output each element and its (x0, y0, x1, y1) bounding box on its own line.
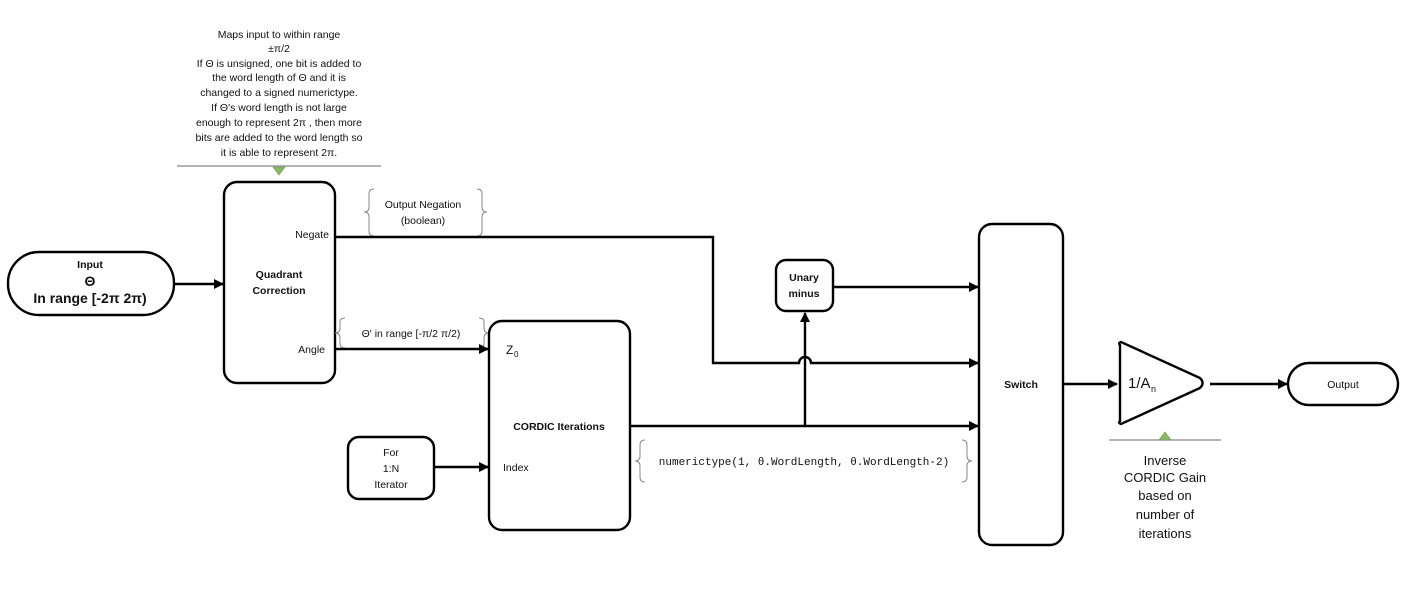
port-z0-subscript: 0 (514, 350, 519, 359)
cordic-iterations-block[interactable]: CORDIC Iterations Z 0 Index (487, 319, 632, 532)
negation-note-line-1: Output Negation (385, 199, 462, 211)
port-z0-label: Z (506, 343, 513, 357)
gain-note-line-5: iterations (1139, 526, 1192, 541)
annotation-top-line-1: Maps input to within range (218, 29, 341, 41)
negation-brace-left (363, 188, 375, 237)
gain-subscript: n (1151, 384, 1156, 394)
iterator-line-1: For (383, 447, 399, 459)
negation-note-line-2: (boolean) (401, 215, 445, 227)
switch-label: Switch (1004, 379, 1038, 391)
gain-note-line-3: based on (1138, 488, 1192, 503)
annotation-top-line-7: enough to represent 2π , then more (196, 117, 362, 129)
port-negate-label: Negate (295, 229, 329, 241)
input-label: Input (77, 259, 103, 271)
annotation-top-line-6: If Θ's word length is not large (211, 102, 347, 114)
input-block[interactable]: Input Θ In range [-2π 2π) (6, 250, 176, 317)
annotation-top-line-8: bits are added to the word length so (196, 132, 363, 144)
wire-negate-to-switch (335, 235, 979, 368)
annotation-top-line-5: changed to a signed numerictype. (200, 87, 358, 99)
input-symbol: Θ (85, 273, 96, 289)
quadrant-title-line-1: Quadrant (256, 269, 303, 281)
angle-brace-right (478, 317, 490, 349)
annotation-top-marker (272, 166, 286, 176)
switch-block[interactable]: Switch (977, 222, 1065, 547)
port-index-label: Index (503, 462, 529, 474)
for-iterator-block[interactable]: For 1:N Iterator (346, 435, 436, 501)
numerictype-note-text: numerictype(1, θ.WordLength, θ.WordLengt… (659, 457, 949, 469)
annotation-top-line-3: If Θ is unsigned, one bit is added to (197, 58, 362, 70)
iterator-line-3: Iterator (374, 479, 408, 491)
gain-note-line-4: number of (1136, 507, 1195, 522)
angle-note: Θ' in range [-π/2 π/2) (334, 317, 490, 349)
numerictype-brace-right (961, 439, 973, 483)
numerictype-note: numerictype(1, θ.WordLength, θ.WordLengt… (634, 439, 973, 483)
gain-note-line-2: CORDIC Gain (1124, 470, 1206, 485)
quadrant-correction-block[interactable]: Quadrant Correction Negate Angle (222, 180, 337, 385)
gain-label: 1/A (1128, 375, 1151, 392)
quadrant-title-line-2: Correction (252, 285, 305, 297)
unary-minus-block[interactable]: Unary minus (774, 258, 835, 313)
unary-line-2: minus (789, 288, 820, 300)
output-label: Output (1327, 379, 1359, 391)
negation-brace-right (476, 188, 488, 237)
connectors (174, 235, 1288, 472)
unary-line-1: Unary (789, 272, 819, 284)
angle-note-text: Θ' in range [-π/2 π/2) (362, 328, 461, 340)
input-range: In range [-2π 2π) (33, 290, 146, 306)
gain-note-marker (1158, 431, 1172, 441)
cordic-title: CORDIC Iterations (513, 421, 605, 433)
annotation-top-line-2: ±π/2 (268, 43, 290, 55)
negation-note: Output Negation (boolean) (363, 188, 488, 237)
gain-note-line-1: Inverse (1144, 453, 1187, 468)
output-block[interactable]: Output (1286, 361, 1400, 407)
gain-note: Inverse CORDIC Gain based on number of i… (1109, 431, 1221, 541)
gain-block[interactable]: 1/A n (1118, 340, 1204, 426)
angle-brace-left (334, 317, 346, 349)
iterator-line-2: 1:N (383, 463, 399, 475)
annotation-top-line-9: it is able to represent 2π. (221, 147, 337, 159)
annotation-top: Maps input to within range ±π/2 If Θ is … (177, 29, 381, 176)
port-angle-label: Angle (298, 344, 325, 356)
numerictype-brace-left (634, 439, 646, 483)
annotation-top-line-4: the word length of Θ and it is (212, 72, 346, 84)
